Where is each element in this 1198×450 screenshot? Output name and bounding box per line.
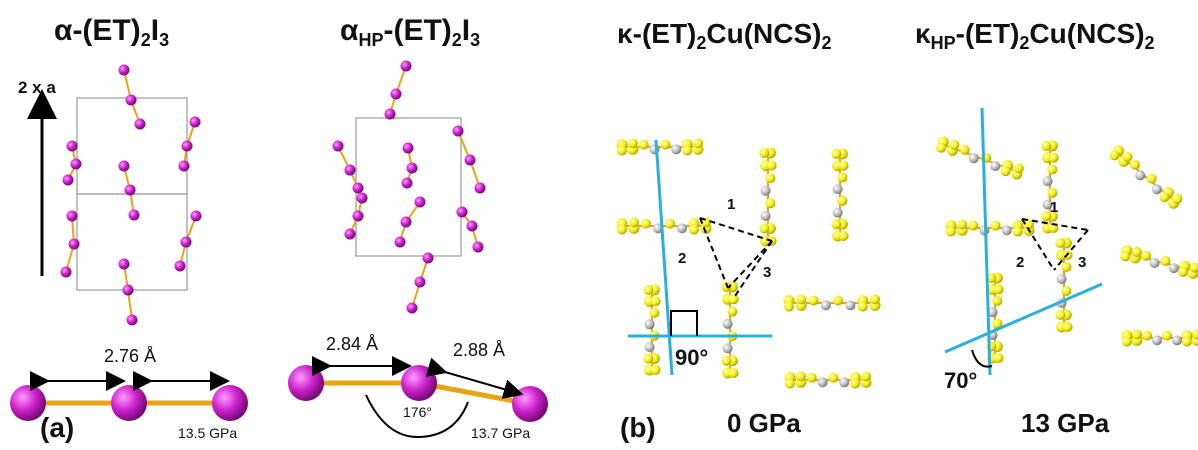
iodine-molecule bbox=[60, 210, 80, 278]
iodine-molecule bbox=[344, 192, 368, 240]
iodine-molecule bbox=[174, 210, 202, 272]
title-kappa: κ-(ET)2Cu(NCS)2 bbox=[617, 18, 832, 53]
et-molecule bbox=[1041, 140, 1059, 234]
et-molecule bbox=[721, 281, 739, 379]
iodine-molecule bbox=[118, 64, 146, 130]
axis-line bbox=[980, 107, 992, 376]
iodine-molecule bbox=[178, 116, 201, 172]
et-molecule bbox=[1109, 145, 1183, 209]
bond-length-right-1: 2.84 Å bbox=[326, 334, 379, 354]
path-label-2: 2 bbox=[678, 250, 687, 267]
iodine-molecule bbox=[401, 142, 418, 189]
et-molecule bbox=[1055, 237, 1073, 333]
axis-line bbox=[654, 139, 674, 376]
title-alpha: α-(ET)2I3 bbox=[54, 14, 170, 50]
et-molecule bbox=[1121, 329, 1198, 347]
iodine-molecule bbox=[332, 140, 364, 194]
et-molecule bbox=[784, 371, 872, 389]
iodine-molecule bbox=[118, 258, 138, 326]
iodine-molecule bbox=[118, 160, 140, 221]
path-label-3: 3 bbox=[763, 264, 772, 281]
title-alpha-hp: αHP-(ET)2I3 bbox=[340, 14, 481, 50]
pressure-kappa: 0 GPa bbox=[727, 408, 801, 438]
iodine-molecule bbox=[456, 206, 484, 253]
iodine-molecule bbox=[406, 252, 434, 314]
transfer-paths-right bbox=[1021, 218, 1089, 271]
angle-70: 70° bbox=[944, 368, 978, 393]
et-molecule bbox=[643, 284, 661, 376]
et-molecule bbox=[616, 138, 704, 156]
et-molecule bbox=[936, 136, 1024, 180]
bond-angle: 176° bbox=[403, 404, 432, 420]
path-label-1: 1 bbox=[1050, 199, 1059, 216]
et-molecule bbox=[783, 294, 881, 312]
unit-cell bbox=[76, 97, 188, 195]
pressure-alpha-hp: 13.7 GPa bbox=[471, 425, 531, 441]
right-angle-mark bbox=[670, 310, 698, 336]
triiodide-bent bbox=[288, 356, 548, 439]
angle-arc bbox=[971, 349, 993, 368]
panel-label-b: (b) bbox=[620, 412, 656, 443]
pressure-kappa-hp: 13 GPa bbox=[1021, 408, 1110, 438]
panel-b bbox=[616, 107, 1198, 389]
et-molecules-left bbox=[616, 138, 881, 389]
et-molecule bbox=[831, 148, 849, 242]
path-label-3: 3 bbox=[1078, 254, 1087, 271]
iodine-molecule bbox=[384, 60, 412, 120]
panel-a bbox=[10, 60, 548, 439]
triiodide-linear bbox=[10, 371, 248, 421]
iodine-molecule bbox=[62, 140, 82, 186]
bond-length-right-2: 2.88 Å bbox=[453, 340, 506, 360]
et-molecule bbox=[945, 219, 1035, 237]
transfer-paths-left bbox=[699, 217, 773, 297]
iodine-molecule bbox=[394, 196, 426, 248]
iodine-molecules-right bbox=[332, 60, 486, 314]
iodine-molecules-left bbox=[60, 64, 202, 326]
bond-length-left: 2.76 Å bbox=[104, 346, 157, 366]
axis-label: 2 x a bbox=[18, 78, 56, 97]
et-molecule bbox=[616, 217, 712, 235]
iodine-molecule bbox=[452, 125, 486, 194]
title-kappa-hp: κHP-(ET)2Cu(NCS)2 bbox=[915, 18, 1155, 53]
path-label-2: 2 bbox=[1016, 254, 1025, 271]
pressure-alpha: 13.5 GPa bbox=[178, 425, 238, 441]
et-molecules-right bbox=[936, 136, 1198, 364]
angle-90: 90° bbox=[675, 345, 709, 370]
axis-line bbox=[944, 282, 1103, 354]
panel-label-a: (a) bbox=[40, 412, 75, 443]
path-label-1: 1 bbox=[727, 196, 736, 213]
et-molecule bbox=[1120, 245, 1198, 279]
et-molecule bbox=[759, 147, 777, 247]
